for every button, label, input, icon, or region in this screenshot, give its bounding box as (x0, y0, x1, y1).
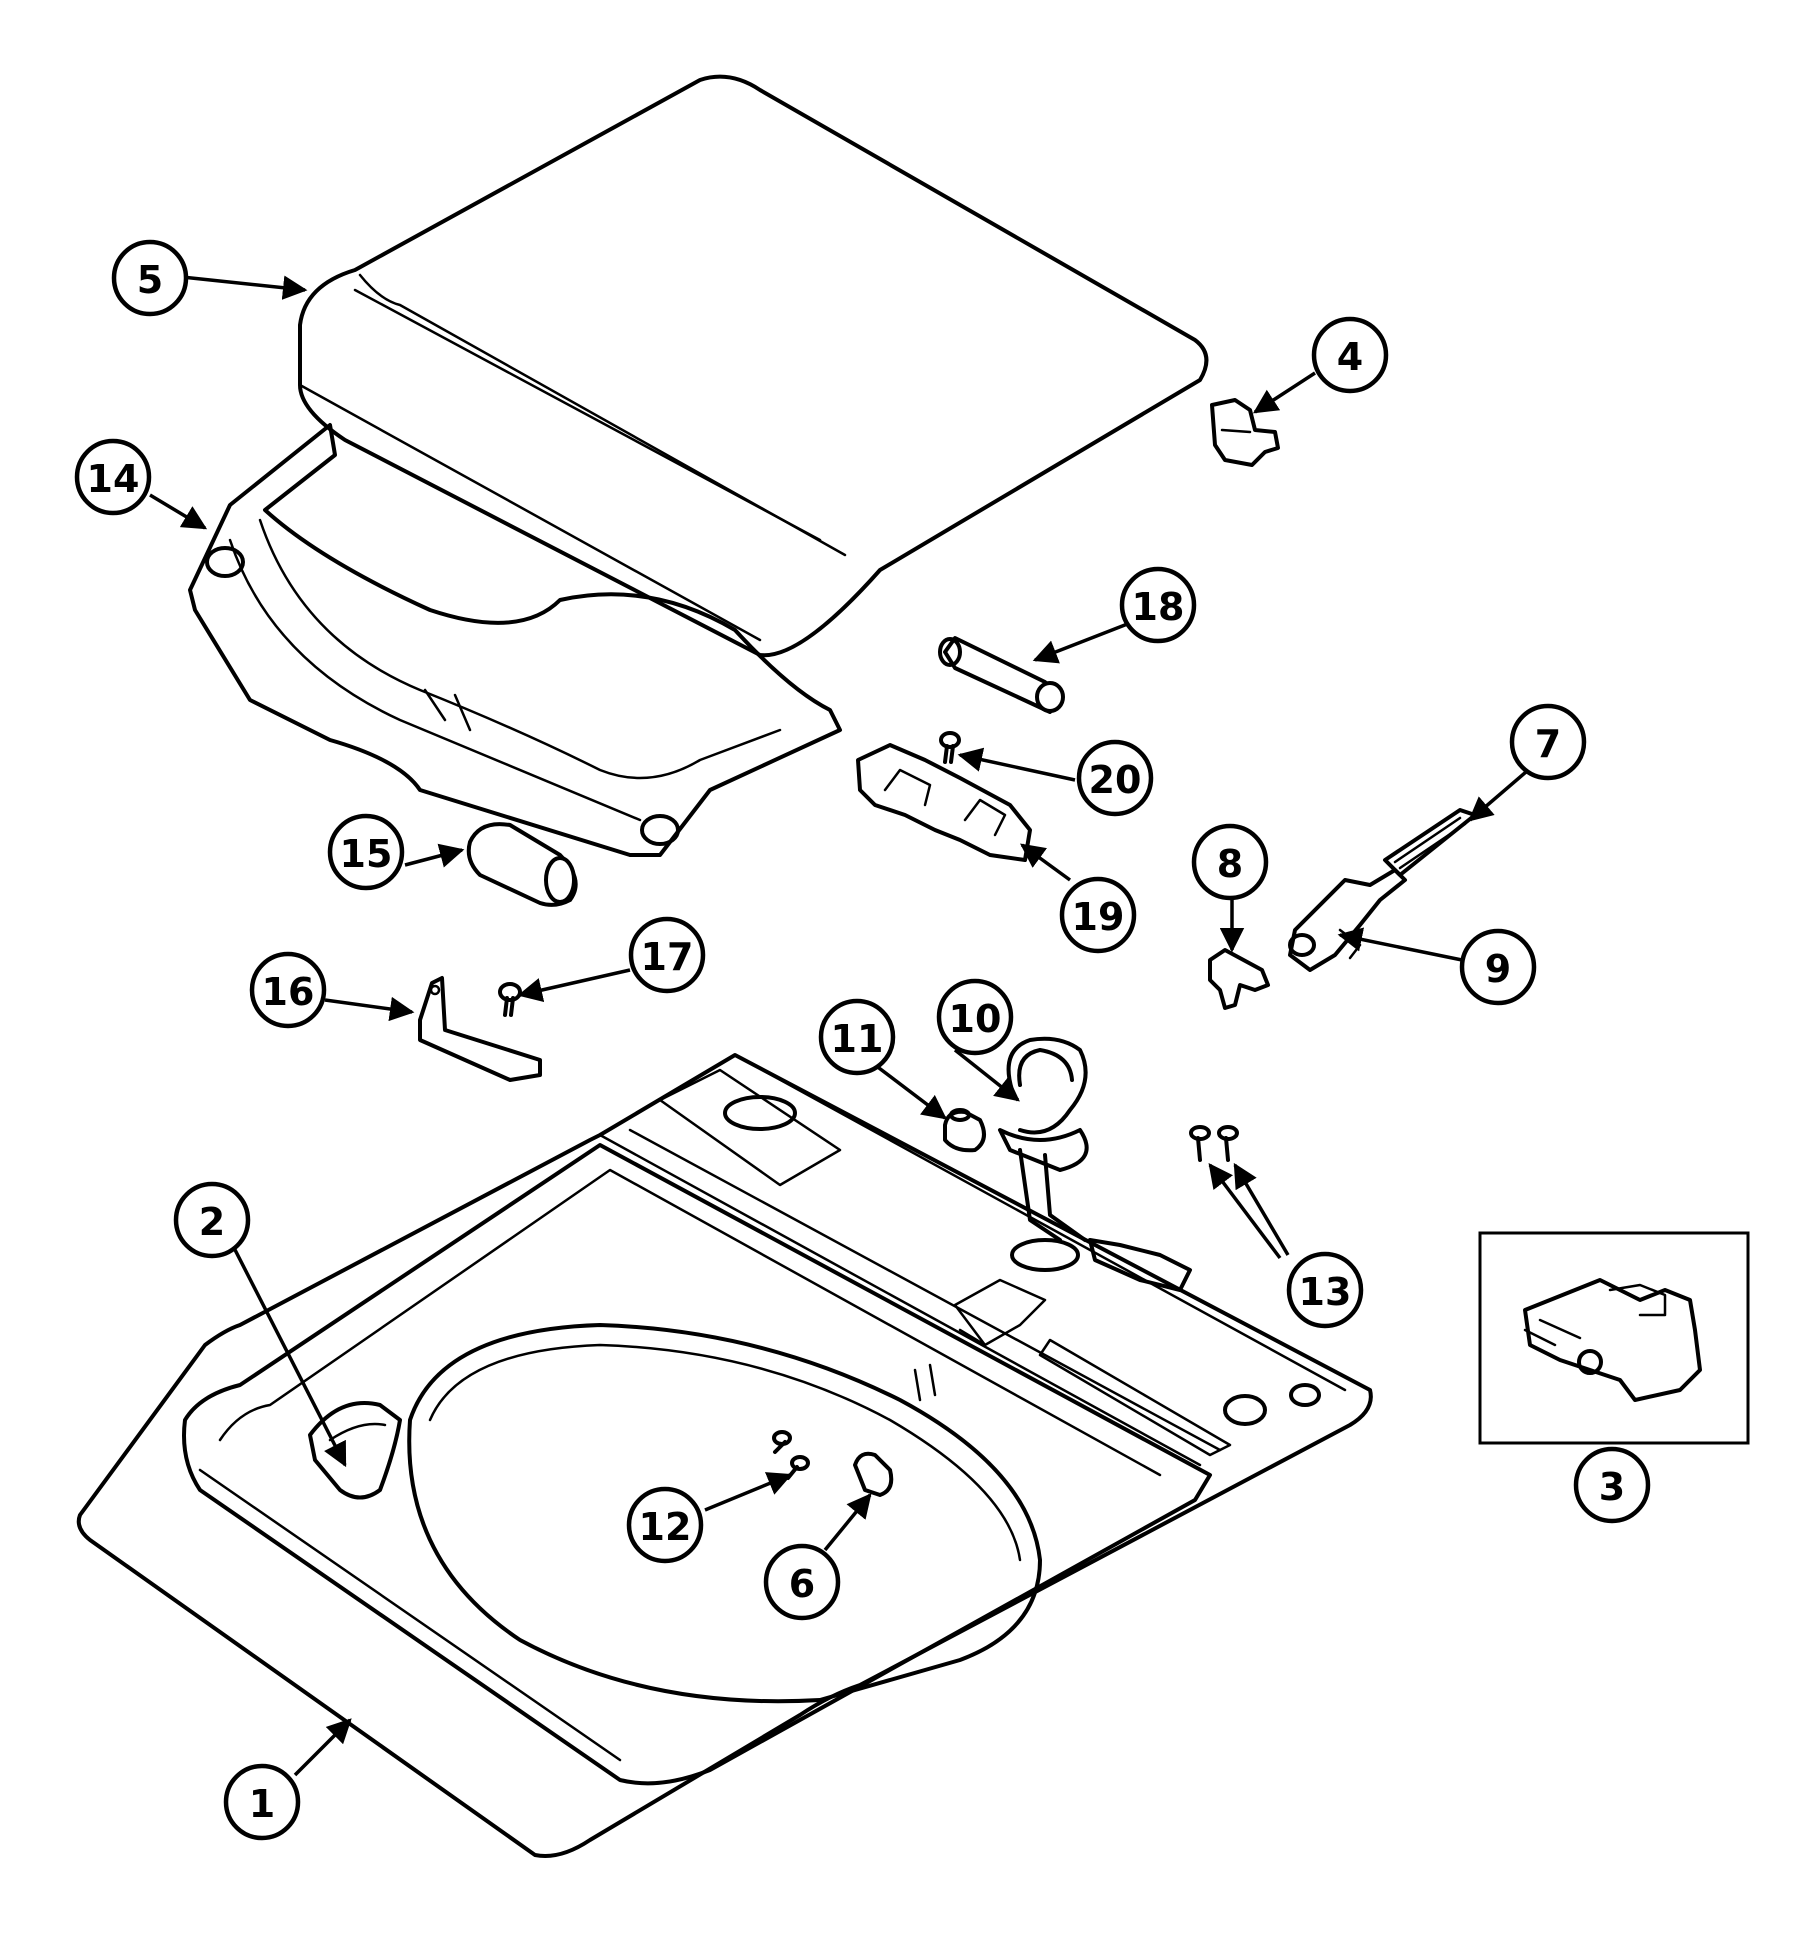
callout-7: 7 (1509, 703, 1587, 781)
part-rod (1383, 808, 1477, 877)
callout-label: 18 (1132, 585, 1185, 629)
callout-5: 5 (111, 239, 189, 317)
callout-label: 13 (1299, 1270, 1352, 1314)
callout-13: 13 (1286, 1251, 1364, 1329)
callout-label: 3 (1599, 1465, 1625, 1509)
part-screw-17 (498, 982, 522, 1017)
callout-label: 10 (949, 997, 1002, 1041)
part-wire-harness (998, 1036, 1192, 1292)
callout-label: 15 (340, 832, 393, 876)
callout-label: 8 (1217, 842, 1243, 886)
callout-label: 14 (87, 457, 140, 501)
callout-3: 3 (1573, 1446, 1651, 1524)
inset-part-3 (1478, 1231, 1750, 1445)
callout-4: 4 (1311, 316, 1389, 394)
part-lid (298, 74, 1209, 658)
callout-label: 7 (1535, 722, 1561, 766)
callout-label: 17 (641, 935, 694, 979)
callout-label: 6 (789, 1562, 815, 1606)
callout-label: 12 (639, 1505, 692, 1549)
callout-label: 1 (249, 1782, 275, 1826)
part-screws-13 (1189, 1125, 1239, 1162)
callout-label: 9 (1485, 947, 1511, 991)
callout-label: 16 (262, 970, 315, 1014)
part-switch-bracket (856, 743, 1032, 862)
callout-label: 2 (199, 1200, 225, 1244)
part-lid-frame (188, 423, 842, 857)
callout-label: 20 (1089, 758, 1142, 802)
callout-2: 2 (173, 1181, 251, 1259)
part-fuse (938, 636, 1065, 714)
callout-10: 10 (936, 978, 1014, 1056)
callout-11: 11 (818, 998, 896, 1076)
callout-6: 6 (763, 1543, 841, 1621)
part-angle-bracket (418, 976, 542, 1082)
callout-14: 14 (74, 438, 152, 516)
part-hinge-bracket (1210, 398, 1280, 467)
callout-17: 17 (628, 916, 706, 994)
callout-8: 8 (1191, 823, 1269, 901)
callout-12: 12 (626, 1486, 704, 1564)
part-grommet (943, 1108, 986, 1153)
callout-9: 9 (1459, 928, 1537, 1006)
part-bumper (466, 822, 578, 907)
callout-15: 15 (327, 813, 405, 891)
callout-18: 18 (1119, 566, 1197, 644)
callout-label: 5 (137, 258, 163, 302)
leader-lines (149, 275, 1542, 1777)
part-screw-20 (939, 731, 961, 764)
part-actuator (1208, 948, 1270, 1010)
part-top-panel (76, 1053, 1373, 1858)
callout-label: 4 (1337, 335, 1363, 379)
callout-1: 1 (223, 1763, 301, 1841)
callout-20: 20 (1076, 739, 1154, 817)
callout-19: 19 (1059, 876, 1137, 954)
callout-label: 19 (1072, 895, 1125, 939)
callout-16: 16 (249, 951, 327, 1029)
part-lid-switch (1288, 868, 1407, 972)
callout-label: 11 (831, 1017, 884, 1061)
